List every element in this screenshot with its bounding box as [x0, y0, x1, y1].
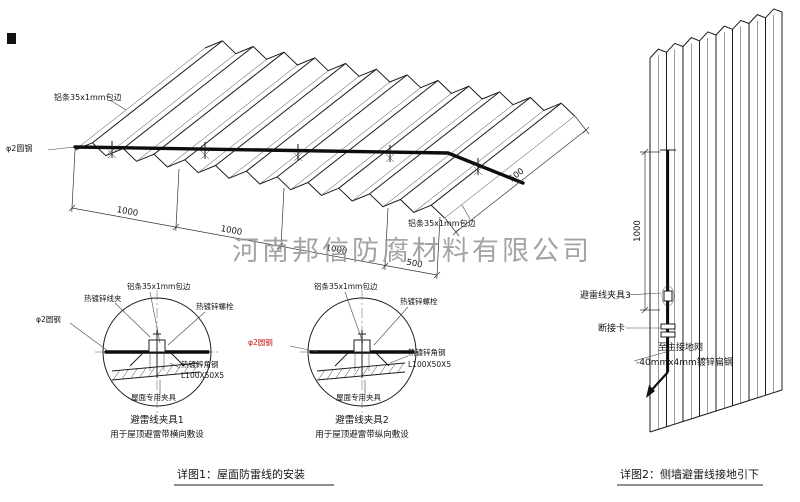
dim-height-1000: 1000 [633, 220, 643, 242]
label-angle-spec: L100X50X5 [181, 371, 224, 380]
label-round-steel-red: φ2圆钢 [248, 337, 273, 347]
dim-tick [172, 223, 180, 231]
label-clamp3: 避雷线夹具3 [580, 289, 631, 301]
leader [169, 362, 181, 369]
dim-1000-a: 1000 [116, 205, 139, 219]
leader-alu-top [109, 99, 127, 111]
label-angle-spec: L100X50X5 [408, 360, 451, 369]
wall-corrugation-lines [649, 8, 783, 433]
leader [149, 291, 161, 344]
dim-1000-c: 1000 [325, 243, 348, 257]
dim-tick [381, 262, 389, 270]
label-round-steel: φ2圆钢 [36, 314, 61, 324]
leader [289, 345, 319, 353]
dimension-line-depth [455, 129, 587, 233]
ground-arrow-head [646, 385, 655, 398]
detail1-subtitle: 用于屋顶避雷带横向敷设 [110, 429, 204, 440]
label-flat-steel: -40mmx4mm镀锌扁钢 [636, 356, 733, 368]
dim-tick [452, 228, 460, 236]
leader [69, 322, 109, 352]
corner-mark [7, 33, 16, 44]
label-round-steel: φ2圆钢 [6, 143, 32, 153]
detail2-subtitle: 用于屋顶避雷带纵向敷设 [315, 429, 409, 440]
label-alu-strip-right: 铝条35x1mm包边 [408, 218, 476, 228]
leader [167, 311, 206, 346]
leader-alu-right [461, 204, 471, 220]
label-to-ground: 至主接地网 [658, 341, 703, 353]
clamp3-body [663, 290, 673, 302]
caption-detail2: 详图2：侧墙避雷线接地引下 [620, 467, 759, 481]
leader [626, 292, 662, 296]
detail1-title: 避雷线夹具1 [130, 414, 184, 426]
dim-tick [641, 148, 649, 156]
roof-wire-clamps [107, 141, 483, 176]
disconnect-plate-top [660, 323, 676, 330]
detail1-angle-steel-hatch [111, 362, 201, 381]
leader [114, 302, 151, 338]
detail-view-1: 铝条35x1mm包边 热镀锌线夹 热镀锌螺栓 φ2圆钢 热镀锌角钢 L100X5… [36, 281, 234, 440]
label-alu-strip: 铝条35x1mm包边 [314, 281, 378, 291]
label-roof-clamp: 屋面专用夹具 [336, 392, 381, 402]
dim-500-front: 500 [405, 258, 423, 271]
dim-tick [641, 306, 649, 314]
label-alu-strip: 铝条35x1mm包边 [127, 281, 191, 291]
disconnect-plate-bottom [660, 331, 676, 338]
dim-tick [68, 204, 76, 212]
label-angle-steel: 热镀锌角钢 [181, 359, 219, 369]
leader [373, 306, 409, 346]
label-roof-clamp: 屋面专用夹具 [131, 392, 176, 402]
company-watermark: 河南邦信防腐材料有限公司 [232, 236, 592, 267]
ext-line [436, 216, 441, 280]
label-bolt: 热镀锌螺栓 [400, 296, 438, 306]
label-wire-clip: 热镀锌线夹 [84, 293, 122, 303]
label-bolt: 热镀锌螺栓 [196, 301, 234, 311]
dim-1000-b: 1000 [220, 224, 243, 238]
leader [633, 351, 667, 362]
clamp3-marker [661, 285, 675, 307]
label-alu-strip-top: 铝条35x1mm包边 [54, 92, 122, 102]
dim-tick [433, 271, 441, 279]
caption-detail1: 详图1：屋面防雷线的安装 [177, 467, 305, 481]
roof-corrugation-lines [74, 40, 575, 219]
lightning-wire [73, 145, 525, 185]
label-disconnect: 断接卡 [598, 322, 625, 334]
detail2-angle-steel-hatch [316, 362, 406, 381]
dim-tick [276, 242, 284, 250]
dim-tick [582, 126, 590, 134]
detail-view-2: 铝条35x1mm包边 热镀锌螺栓 φ2圆钢 热镀锌角钢 L100X50X5 屋面… [248, 281, 451, 440]
leader [389, 355, 409, 364]
ext-line [71, 149, 76, 213]
captions: 详图1：屋面防雷线的安装 详图2：侧墙避雷线接地引下 [174, 467, 763, 486]
leader-round-steel [47, 146, 75, 151]
leader [344, 291, 364, 344]
ext-line [384, 207, 389, 271]
detail2-title: 避雷线夹具2 [335, 414, 389, 426]
label-angle-steel: 热镀锌角钢 [408, 347, 446, 357]
dimension-line-front [71, 207, 438, 276]
wall-elevation-view: 1000 避雷线夹具3 断接卡 至主接地网 -40mmx4mm镀锌扁钢 [580, 8, 783, 433]
ext-line [280, 187, 285, 251]
ext-line [175, 168, 180, 232]
ext-line [574, 115, 590, 135]
ext-line [444, 217, 460, 237]
